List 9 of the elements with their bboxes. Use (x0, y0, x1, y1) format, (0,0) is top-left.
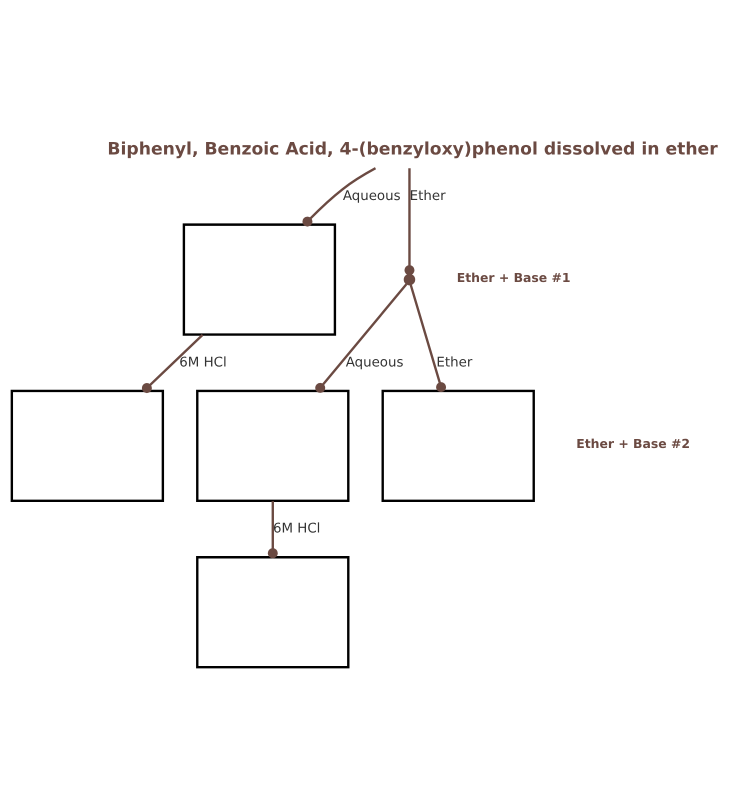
node-text: Biphenyl, Benzoic Acid, 4-(benzyloxy)phenol dissolved in ether (107, 138, 718, 159)
edge-label: Ether (410, 188, 446, 204)
edge-label: Aqueous (342, 188, 401, 204)
edge-label: 6M HCl (179, 354, 227, 370)
edge-label: 6M HCl (272, 521, 320, 536)
label: Ether + Base #1 (456, 269, 571, 284)
edge-label: Ether (436, 354, 472, 370)
label: Ether + Base #2 (576, 436, 690, 451)
edge-label: Aqueous (346, 354, 404, 370)
